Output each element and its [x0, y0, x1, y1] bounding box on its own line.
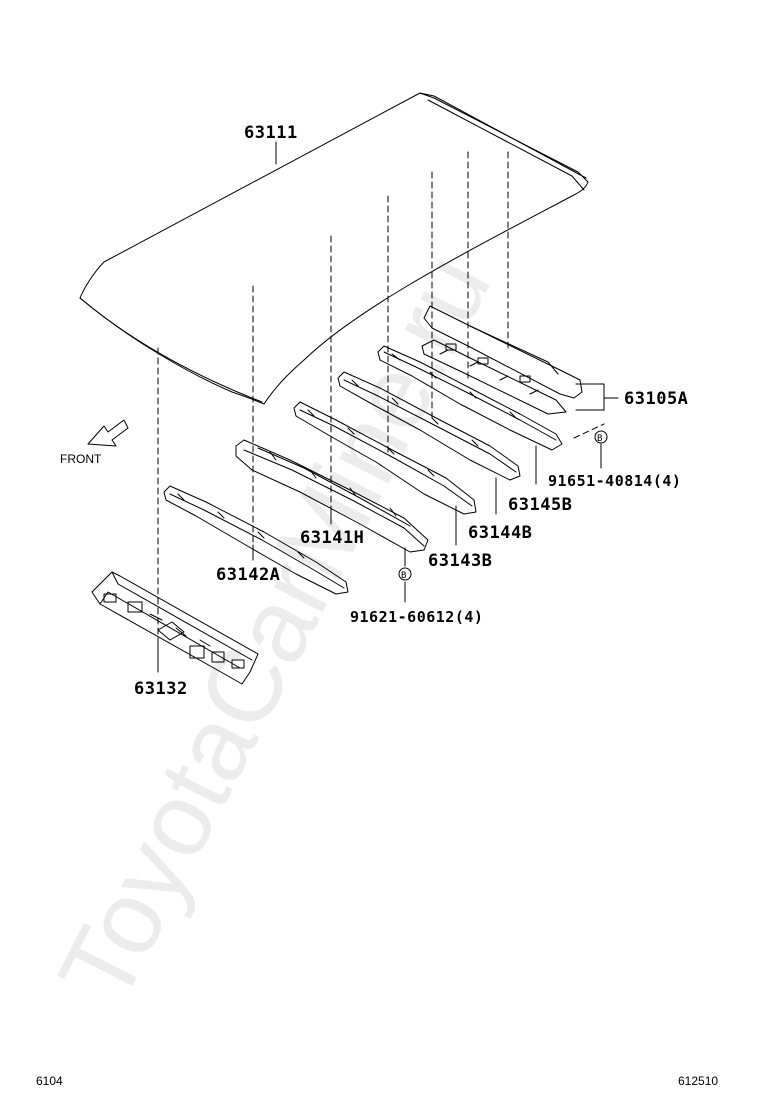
leader-lines: [157, 141, 619, 673]
roof-bow-63145b: [377, 345, 563, 451]
part-label-bow-a[interactable]: 63142A: [216, 565, 280, 585]
part-label-bow-144b[interactable]: 63144B: [468, 523, 532, 543]
part-label-bow-h[interactable]: 63141H: [300, 528, 364, 548]
rear-roof-rail: [421, 305, 583, 415]
front-arrow-icon: [87, 419, 129, 447]
front-roof-header: [91, 571, 259, 685]
roof-panel: [79, 92, 589, 405]
part-label-roof-panel[interactable]: 63111: [244, 123, 298, 143]
watermark: ToyotaCarMine.ru: [37, 236, 513, 1020]
roof-bow-63144b: [337, 371, 521, 481]
bolt-symbol-icon: [398, 567, 412, 581]
part-label-front-header[interactable]: 63132: [134, 679, 188, 699]
part-label-bow-145b[interactable]: 63145B: [508, 495, 572, 515]
alignment-guides: [157, 151, 605, 641]
front-label: FRONT: [60, 452, 102, 466]
illustration-number: 612510: [678, 1074, 719, 1088]
bolt-symbol-letter: B: [401, 571, 407, 581]
roof-bow-63143b: [293, 401, 477, 515]
part-label-bow-143b[interactable]: 63143B: [428, 551, 492, 571]
part-label-rear-rail[interactable]: 63105A: [624, 389, 688, 409]
bolt-label-rear[interactable]: 91651-40814(4): [548, 472, 681, 490]
bolt-symbol-letter: B: [597, 434, 603, 444]
roof-bow-63142a: [163, 485, 349, 595]
figure-number: 6104: [36, 1074, 63, 1088]
roof-bow-63141h: [235, 439, 429, 553]
bolt-symbol-icon: [594, 430, 608, 444]
bolt-label-front[interactable]: 91621-60612(4): [350, 608, 483, 626]
